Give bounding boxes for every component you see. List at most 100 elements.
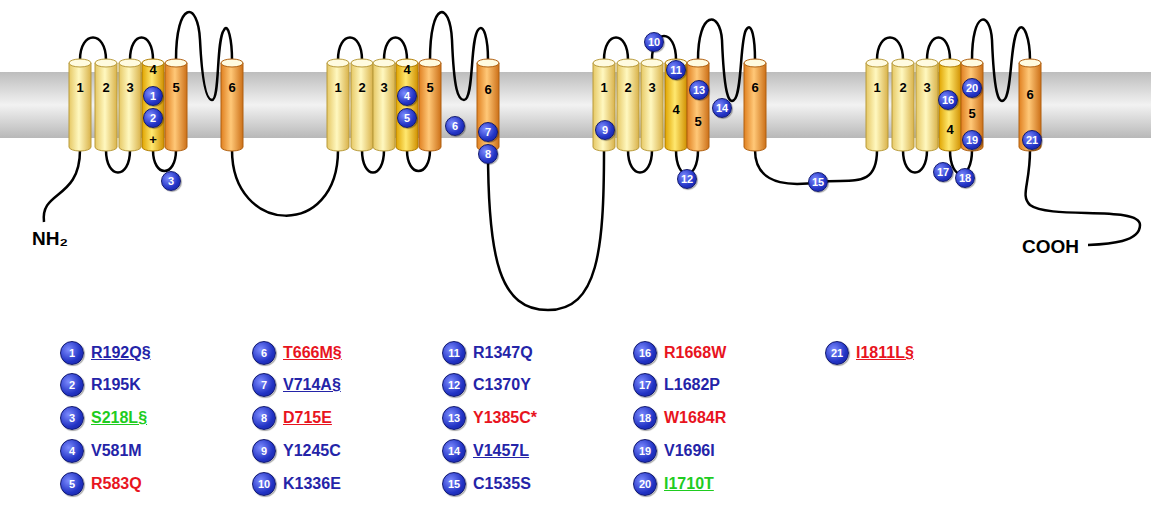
- cylinder-shape: [743, 58, 767, 152]
- helix-segment: 2: [94, 58, 118, 152]
- callout-circle: 3: [161, 171, 181, 191]
- callout-circle: 4: [397, 86, 417, 106]
- mutation-label: R195K: [91, 375, 141, 395]
- callout-circle: 19: [962, 130, 982, 150]
- cylinder-body: [641, 63, 663, 151]
- cylinder-top: [95, 59, 117, 67]
- loops: [44, 12, 1140, 310]
- c-terminus: [1026, 150, 1140, 245]
- segment-number: 6: [220, 80, 244, 96]
- callout-number: 11: [670, 64, 682, 76]
- mutation-label: K1336E: [283, 474, 341, 494]
- cylinder-body: [351, 63, 373, 151]
- callout-circle: 2: [143, 108, 163, 128]
- mutation-label: I1811L§: [856, 343, 914, 363]
- cylinder-shape: [640, 58, 664, 152]
- cylinder-body: [327, 63, 349, 151]
- legend-entry: 8D715E: [252, 406, 332, 430]
- callout-circle: 16: [938, 90, 958, 110]
- loop: [130, 38, 153, 61]
- legend-entry: 2R195K: [60, 373, 141, 397]
- segment-number: 1: [592, 80, 616, 96]
- callout-circle: 8: [478, 144, 498, 164]
- loop: [927, 38, 950, 61]
- mutation-label: V1696I: [664, 441, 715, 461]
- cylinder-top: [617, 59, 639, 67]
- callout-number: 16: [633, 341, 657, 365]
- segment-number: 5: [418, 80, 442, 96]
- mutation-label: Y1245C: [283, 441, 341, 461]
- loop: [338, 38, 362, 61]
- cylinder-top: [687, 59, 709, 67]
- callout-number: 7: [485, 126, 491, 138]
- segment-number: 3: [640, 80, 664, 96]
- cylinder-top: [477, 59, 499, 67]
- callout-number: 3: [168, 175, 174, 187]
- mutation-label: D715E: [283, 408, 332, 428]
- cylinder-body: [119, 63, 141, 151]
- callout-number: 8: [485, 148, 491, 160]
- cylinder-top: [119, 59, 141, 67]
- cylinder-top: [916, 59, 938, 67]
- loop: [407, 150, 430, 171]
- terminus-label: NH₂: [32, 228, 68, 250]
- cylinder-top: [1019, 59, 1041, 67]
- cylinder-body: [687, 63, 709, 151]
- loop: [903, 150, 927, 173]
- cylinder-body: [1019, 63, 1041, 151]
- cylinder-body: [939, 63, 961, 151]
- cylinder-top: [641, 59, 663, 67]
- helix-segment: 2: [350, 58, 374, 152]
- legend-entry: 14V1457L: [442, 439, 529, 463]
- callout-circle: 20: [962, 78, 982, 98]
- callout-number: 21: [1026, 134, 1038, 146]
- loop: [384, 38, 407, 61]
- cylinder-top: [866, 59, 888, 67]
- segment-number: 6: [476, 82, 500, 98]
- helix-segment: 3: [915, 58, 939, 152]
- legend-entry: 4V581M: [60, 439, 142, 463]
- cylinder-shape: [686, 58, 710, 152]
- helix-segment: 1: [68, 58, 92, 152]
- legend-entry: 16 R1668W: [633, 341, 726, 365]
- callout-circle: 1: [143, 86, 163, 106]
- segment-number: 1: [68, 80, 92, 96]
- callout-circle: 15: [808, 172, 828, 192]
- cylinder-top: [165, 59, 187, 67]
- callout-number: 14: [442, 439, 466, 463]
- cylinder-body: [617, 63, 639, 151]
- segment-number: 2: [891, 80, 915, 96]
- mutation-label: T666M§: [283, 343, 342, 363]
- cylinder-shape: [915, 58, 939, 152]
- segment-number: 6: [1018, 87, 1042, 103]
- segment-number: 3: [372, 80, 396, 96]
- callout-circle: 7: [478, 122, 498, 142]
- helix-segment: 6: [743, 58, 767, 152]
- callout-number: 17: [633, 373, 657, 397]
- callout-number: 18: [959, 172, 971, 184]
- cylinder-body: [866, 63, 888, 151]
- callout-circle: 21: [1022, 130, 1042, 150]
- cylinder-body: [221, 63, 243, 151]
- callout-number: 9: [252, 439, 276, 463]
- callout-number: 19: [966, 134, 978, 146]
- legend-entry: 21I1811L§: [825, 341, 914, 365]
- callout-number: 20: [966, 82, 978, 94]
- segment-number: 1: [326, 80, 350, 96]
- segment-number: 4: [664, 102, 688, 118]
- charge-sign: +: [149, 132, 157, 148]
- mutation-label: W1684R: [664, 408, 726, 428]
- cylinder-shape: [326, 58, 350, 152]
- mutation-label: R1668W: [664, 343, 726, 363]
- cylinder-shape: [350, 58, 374, 152]
- mutation-label: L1682P: [664, 375, 720, 395]
- callout-number: 17: [937, 166, 949, 178]
- callout-number: 9: [602, 124, 608, 136]
- segment-number: 2: [616, 80, 640, 96]
- callout-number: 15: [442, 472, 466, 496]
- cylinder-shape: [164, 58, 188, 152]
- cylinder-body: [396, 63, 418, 151]
- callout-circle: 6: [445, 116, 465, 136]
- legend-entry: 10K1336E: [252, 472, 341, 496]
- cylinder-top: [939, 59, 961, 67]
